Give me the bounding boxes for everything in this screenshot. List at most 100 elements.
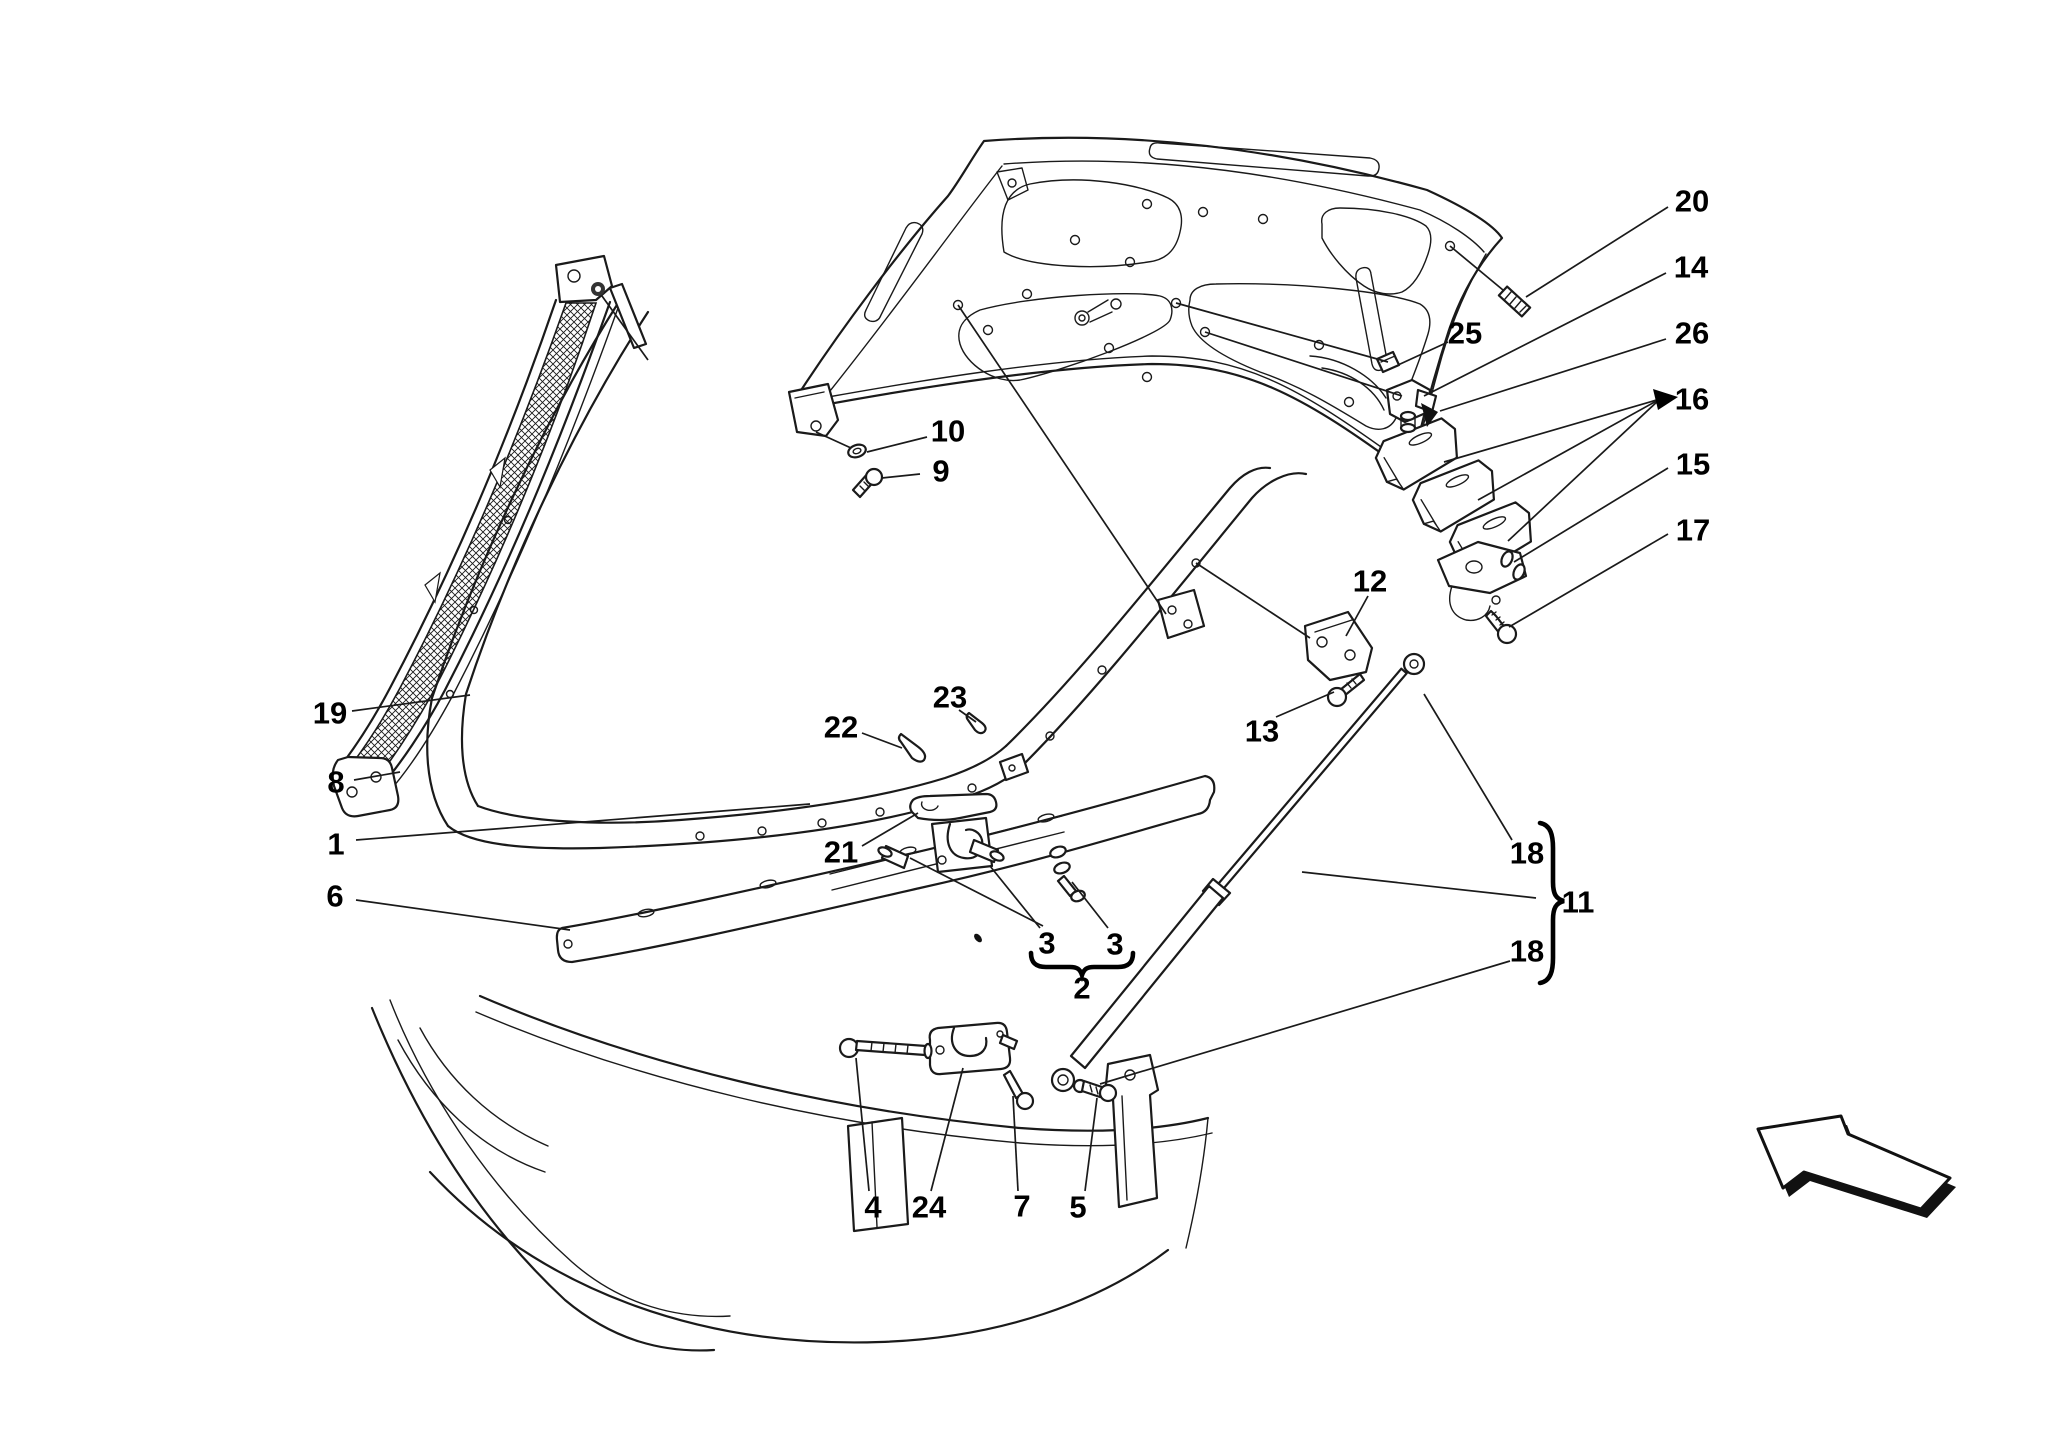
callout-20: 20 xyxy=(1675,184,1709,219)
callout-1: 1 xyxy=(327,827,344,862)
strut-bracket-12 xyxy=(1303,610,1374,682)
leader-line-4 xyxy=(855,1057,870,1192)
hood-hinge-lug xyxy=(1074,298,1122,326)
strut-cylinder xyxy=(1069,884,1225,1070)
leader-line-13 xyxy=(1275,691,1335,718)
assembly-line xyxy=(1175,302,1389,363)
leader-line-18a xyxy=(1423,693,1513,841)
leader-line-3b xyxy=(1071,881,1109,929)
underbrace-2 xyxy=(1028,950,1136,983)
pin-26 xyxy=(1421,403,1438,427)
assembly-line xyxy=(1204,331,1403,397)
leader-line-23 xyxy=(958,709,977,723)
assembly-line xyxy=(815,431,852,449)
callout-11: 11 xyxy=(1562,885,1595,920)
hood-inner-frame xyxy=(426,298,1308,850)
leader-lines xyxy=(351,206,1678,1192)
callout-4: 4 xyxy=(864,1190,882,1225)
callout-3b: 3 xyxy=(1106,927,1123,962)
right-brace-11 xyxy=(1537,820,1565,986)
hood-holes xyxy=(952,198,1456,408)
callout-23: 23 xyxy=(933,680,967,715)
mesh-notch xyxy=(424,571,441,604)
callout-8: 8 xyxy=(327,765,344,800)
leader-line-16 xyxy=(1477,398,1661,501)
assembly-line xyxy=(957,304,1167,615)
bonnet-catch-assembly xyxy=(877,711,1086,943)
leader-line-21 xyxy=(861,812,919,847)
direction-arrow-icon xyxy=(1756,1114,1956,1218)
hinge-stack xyxy=(1369,414,1543,645)
latch-plate-24 xyxy=(928,1021,1012,1076)
leader-line-15 xyxy=(1513,467,1669,563)
callout-24: 24 xyxy=(912,1190,947,1225)
latch-support-pillar xyxy=(846,1116,910,1233)
recess xyxy=(958,293,1173,382)
body-latch-assembly xyxy=(838,1021,1035,1111)
end-cap-8 xyxy=(331,755,400,818)
leader-line-3a xyxy=(909,857,1044,927)
callout-3a: 3 xyxy=(1038,926,1055,961)
leader-line-9 xyxy=(881,473,921,479)
leader-line-19 xyxy=(351,694,471,712)
leader-line-24 xyxy=(930,1067,964,1192)
knurled-pin-20 xyxy=(1497,285,1532,318)
leader-line-20 xyxy=(1525,206,1669,298)
hood-lock-parts xyxy=(1375,285,1532,434)
hinge-15 xyxy=(1436,540,1528,622)
callout-13: 13 xyxy=(1245,714,1279,749)
recess xyxy=(1001,179,1183,268)
fastener-9-10 xyxy=(847,443,884,499)
callout-22: 22 xyxy=(824,710,858,745)
bolt-9 xyxy=(851,467,884,499)
mesh-seal-strip xyxy=(331,254,648,818)
assembly-line xyxy=(1195,562,1311,639)
callout-12: 12 xyxy=(1353,564,1387,599)
frame-corner-tab xyxy=(998,752,1030,782)
callout-9: 9 xyxy=(932,454,949,489)
callout-7: 7 xyxy=(1013,1189,1030,1224)
leader-arrowhead-16 xyxy=(1653,389,1678,410)
assembly-line xyxy=(1449,245,1504,291)
leader-line-22 xyxy=(861,732,903,749)
leader-line-26 xyxy=(1439,338,1667,412)
leader-line-8 xyxy=(353,771,401,781)
buffer-3-right xyxy=(968,838,1005,864)
frame-holes xyxy=(445,515,1201,841)
buffer-3-left xyxy=(877,844,910,870)
hood-outer-panel xyxy=(787,136,1504,466)
callout-18a: 18 xyxy=(1510,836,1544,871)
hook-plate-21 xyxy=(909,792,998,822)
mesh-notch xyxy=(489,456,506,489)
leader-line-5 xyxy=(1084,1097,1098,1192)
leader-line-18b xyxy=(1099,960,1511,1085)
strut-lower-eye xyxy=(1050,1067,1076,1093)
leader-line-14 xyxy=(1423,272,1667,397)
gas-strut-assembly xyxy=(1050,610,1426,1103)
assembly-line xyxy=(601,295,649,361)
callout-10: 10 xyxy=(931,414,965,449)
small-pin xyxy=(974,933,982,943)
callout-5: 5 xyxy=(1069,1190,1086,1225)
hood-corner-bracket xyxy=(787,382,840,438)
leader-line-7 xyxy=(1012,1095,1019,1192)
hinge-bolt-17 xyxy=(1484,609,1518,645)
leader-line-12 xyxy=(1345,595,1369,637)
leader-line-3a xyxy=(989,865,1041,929)
leader-line-16 xyxy=(1443,398,1661,463)
pin-23 xyxy=(965,711,987,735)
ball-stud-5 xyxy=(1080,1079,1104,1099)
leader-line-6 xyxy=(355,899,571,931)
recess xyxy=(1321,207,1432,295)
callout-19: 19 xyxy=(313,696,347,731)
callout-21: 21 xyxy=(824,835,858,870)
callout-17: 17 xyxy=(1676,513,1710,548)
car-body-front-outline xyxy=(370,994,1213,1352)
leader-line-25 xyxy=(1397,341,1449,366)
left-rail-slot xyxy=(863,221,924,323)
washer-10 xyxy=(847,443,867,459)
callout-14: 14 xyxy=(1674,250,1709,285)
mesh-band xyxy=(344,302,598,781)
